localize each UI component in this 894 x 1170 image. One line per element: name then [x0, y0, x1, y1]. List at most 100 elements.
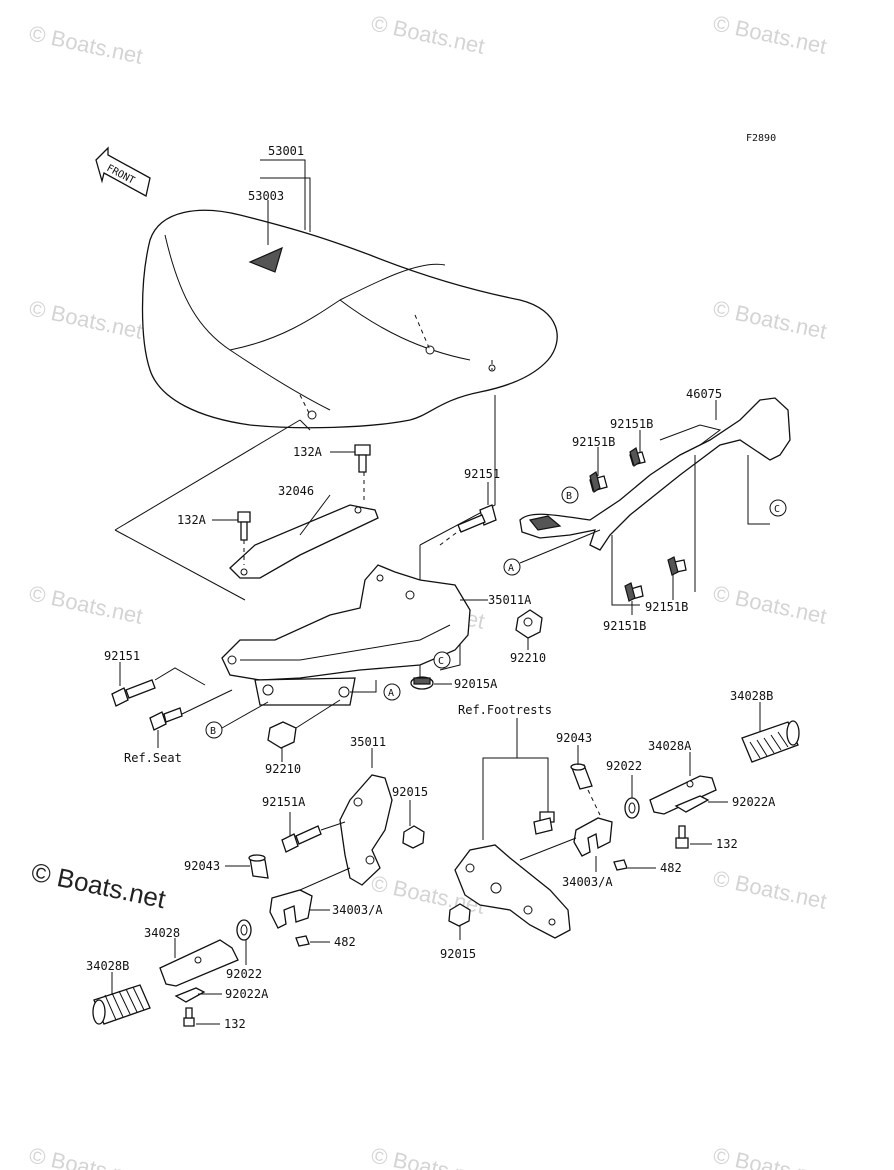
watermark: © Boats.net [711, 295, 829, 343]
label-92022-right: 92022 [606, 759, 642, 773]
label-34028b-left: 34028B [86, 959, 129, 973]
footpeg-rubber-34028b-icon [741, 720, 800, 763]
callout-a-upper-label: A [508, 563, 514, 574]
label-92043-right: 92043 [556, 731, 592, 745]
bolt-92151a-icon [281, 825, 322, 853]
seat-label-icon [248, 246, 283, 273]
figure-code: F2890 [746, 133, 776, 144]
label-ref-seat: Ref.Seat [124, 751, 182, 765]
watermark: © Boats.net [711, 10, 829, 58]
clevis-34003-icon [573, 817, 613, 857]
label-92151b-3: 92151B [645, 600, 688, 614]
bolt-92151b-icon [624, 582, 644, 602]
bolt-92151b-icon [667, 556, 687, 576]
label-35011: 35011 [350, 735, 386, 749]
watermark: © Boats.net [711, 580, 829, 628]
callout-a-lower-label: A [388, 688, 394, 699]
bolt-ref-footrests-icon [533, 811, 555, 835]
nut-92210-icon [515, 609, 543, 639]
bolt-132a-icon [237, 511, 251, 541]
bolt-ref-seat-icon [149, 707, 183, 731]
label-92151-left: 92151 [104, 649, 140, 663]
frame-lower-plate-icon [254, 677, 356, 706]
rear-frame-35011a-icon [221, 564, 471, 681]
label-92015-left: 92015 [392, 785, 428, 799]
label-482-right: 482 [660, 861, 682, 875]
label-34028a: 34028A [648, 739, 692, 753]
clip-482-icon [295, 935, 310, 947]
bolt-92151b-icon [589, 471, 608, 493]
watermark: © Boats.net [27, 20, 145, 68]
watermark: © Boats.net [711, 1142, 829, 1170]
footpeg-rubber-34028b-icon [92, 984, 151, 1025]
bracket-32046-icon [229, 504, 379, 579]
watermark: © Boats.net [711, 865, 829, 913]
watermark: © Boats.net [369, 1142, 487, 1170]
callout-b-lower [205, 721, 223, 739]
callout-a-lower [383, 683, 401, 701]
label-34003a-right: 34003/A [562, 875, 613, 889]
label-92210-lower: 92210 [265, 762, 301, 776]
big-watermark: © Boats.net [29, 857, 169, 915]
label-92022a-right: 92022A [732, 795, 776, 809]
bolt-92151-icon [457, 504, 497, 533]
callout-c-lower [433, 651, 451, 669]
label-34003a-left: 34003/A [332, 903, 383, 917]
label-92151b-4: 92151B [603, 619, 646, 633]
label-92151b-1: 92151B [610, 417, 653, 431]
bracket-35011-icon [339, 774, 393, 886]
label-35011a: 35011A [488, 593, 532, 607]
bolt-132-icon [675, 825, 689, 849]
pin-92043-icon [570, 763, 593, 790]
label-34028b-right: 34028B [730, 689, 773, 703]
label-92022a-left: 92022A [225, 987, 269, 1001]
bolt-92151b-icon [629, 447, 646, 467]
label-34028-left: 34028 [144, 926, 180, 940]
label-53003: 53003 [248, 189, 284, 203]
callout-b-upper [561, 486, 579, 504]
nut-92015a-icon [410, 676, 434, 690]
label-132a-top: 132A [293, 445, 323, 459]
callout-c-lower-label: C [438, 656, 444, 667]
front-arrow-icon: FRONT [95, 146, 151, 197]
callout-c-upper-label: C [774, 504, 780, 515]
callout-c-upper [769, 499, 787, 517]
label-92015-right: 92015 [440, 947, 476, 961]
label-132-left: 132 [224, 1017, 246, 1031]
nut-92210-icon [267, 721, 297, 749]
label-92151a: 92151A [262, 795, 306, 809]
watermark: © Boats.net [27, 1142, 145, 1170]
label-132-right: 132 [716, 837, 738, 851]
plate-92022a-icon [674, 795, 710, 813]
label-92015a: 92015A [454, 677, 498, 691]
bolt-132-icon [183, 1007, 195, 1027]
label-132a-bottom: 132A [177, 513, 207, 527]
grab-rail-46075-icon [519, 397, 791, 551]
label-53001: 53001 [268, 144, 304, 158]
watermark: © Boats.net [27, 295, 145, 343]
nut-92015-icon [402, 825, 425, 849]
pin-92043-icon [248, 854, 269, 879]
callout-b-lower-label: B [210, 726, 216, 737]
label-46075: 46075 [686, 387, 722, 401]
callout-a-upper [503, 558, 521, 576]
bolt-92151-icon [111, 679, 156, 707]
clevis-34003-icon [269, 889, 313, 929]
label-ref-footrests: Ref.Footrests [458, 703, 552, 717]
label-92043-left: 92043 [184, 859, 220, 873]
label-92151b-2: 92151B [572, 435, 615, 449]
plate-92022a-icon [174, 987, 206, 1003]
label-92022-left: 92022 [226, 967, 262, 981]
label-482-left: 482 [334, 935, 356, 949]
bolt-132a-icon [354, 444, 371, 473]
footrest-bracket-icon [454, 844, 571, 939]
label-92151-top: 92151 [464, 467, 500, 481]
label-32046: 32046 [278, 484, 314, 498]
watermark: © Boats.net [369, 10, 487, 58]
nut-92015-icon [448, 903, 471, 927]
callout-b-upper-label: B [566, 491, 572, 502]
clip-482-icon [613, 859, 628, 871]
label-92210-right: 92210 [510, 651, 546, 665]
footpeg-34028a-icon [649, 775, 717, 815]
